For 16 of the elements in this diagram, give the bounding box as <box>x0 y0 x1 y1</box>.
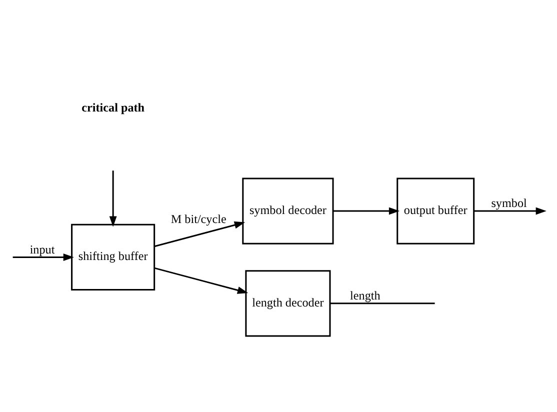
node-box: length decoder <box>245 270 331 336</box>
arrow <box>474 206 546 214</box>
label: critical path <box>82 100 145 114</box>
node-box: output buffer <box>396 177 475 244</box>
edge-label: length <box>350 288 380 302</box>
arrow <box>12 253 74 260</box>
edge-label: symbol <box>491 196 527 210</box>
arrow <box>154 266 248 294</box>
node-box: symbol decoder <box>242 177 334 244</box>
arrow <box>109 170 117 226</box>
connector <box>330 302 435 304</box>
edge-label: M bit/cycle <box>170 212 226 226</box>
arrow <box>333 206 400 214</box>
edge-label: input <box>30 242 55 256</box>
arrow <box>154 220 246 247</box>
node-box: shifting buffer <box>71 223 156 290</box>
